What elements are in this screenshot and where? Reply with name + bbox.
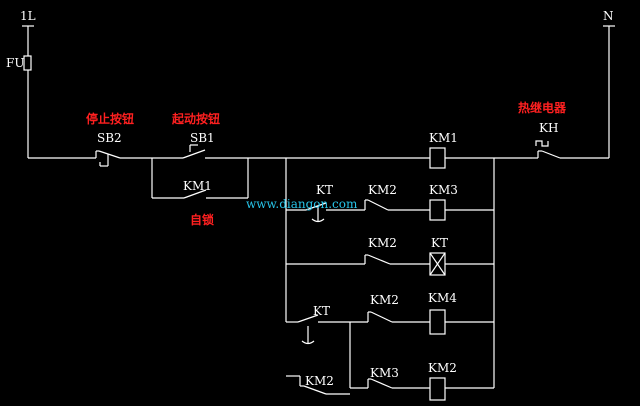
rung4-timer-label: KT [313, 304, 330, 318]
coil-km2 [429, 377, 446, 401]
right-rail-label: N [603, 9, 614, 23]
thermal-relay-name: 热继电器 [518, 100, 567, 115]
rung-km3 [286, 199, 494, 223]
rung-km4 [286, 309, 494, 345]
rung5-contact-label: KM3 [370, 366, 399, 380]
coil-kt-label: KT [431, 236, 448, 250]
stop-button-name: 停止按钮 [86, 111, 134, 126]
rung3-contact-label: KM2 [368, 236, 397, 250]
right-rail [560, 25, 615, 159]
left-rail [22, 25, 96, 159]
left-rail-label: 1L [20, 9, 36, 23]
start-button-tag: SB1 [190, 131, 215, 145]
coil-km3 [429, 199, 446, 221]
start-button-sb1 [152, 144, 248, 159]
coil-km1 [429, 147, 446, 169]
start-button-name: 起动按钮 [171, 111, 220, 126]
coil-km3-label: KM3 [429, 183, 458, 197]
coil-km2-label: KM2 [428, 361, 457, 375]
coil-km4-label: KM4 [428, 291, 457, 305]
stop-button-tag: SB2 [97, 131, 122, 145]
self-lock-contact-km1 [151, 158, 249, 199]
self-lock-name: 自锁 [190, 212, 214, 227]
rung4-contact-label: KM2 [370, 293, 399, 307]
fuse-label: FU [6, 56, 24, 70]
watermark: www.diangon.com [246, 197, 358, 211]
stop-button-sb2 [95, 150, 152, 167]
rung2-contact-label: KM2 [368, 183, 397, 197]
fuse-symbol [23, 55, 32, 71]
coil-km4 [429, 309, 446, 335]
rung2-timer-label: KT [316, 183, 333, 197]
thermal-relay-kh [532, 140, 561, 159]
rung-km2 [286, 322, 494, 401]
self-lock-tag: KM1 [183, 179, 212, 193]
rung5-branch-label: KM2 [305, 374, 334, 388]
rung-kt [286, 252, 494, 276]
thermal-relay-tag: KH [539, 121, 558, 135]
coil-km1-label: KM1 [429, 131, 458, 145]
